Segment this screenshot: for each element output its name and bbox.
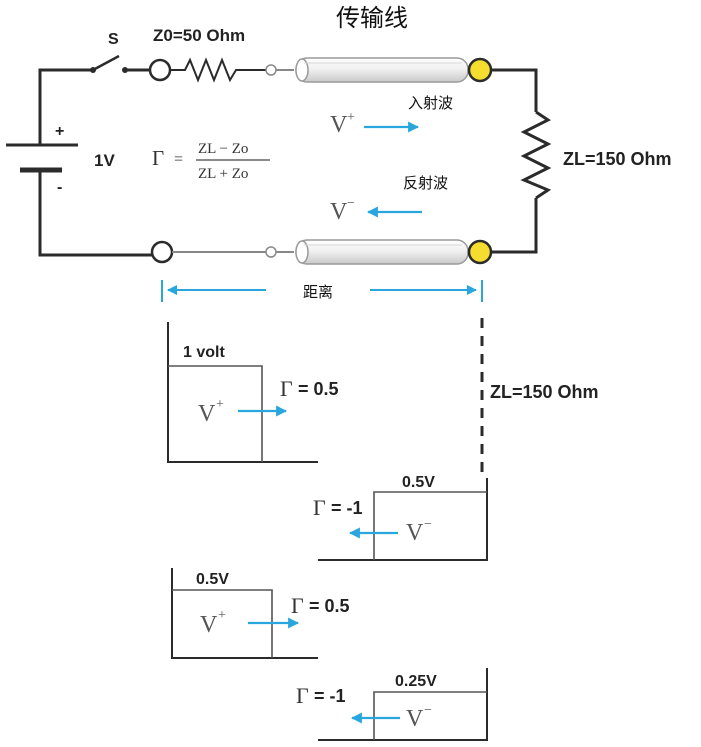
reflected-wave-label: 反射波 xyxy=(403,174,448,192)
step3-amplitude: 0.5V xyxy=(196,571,229,588)
top-cable xyxy=(295,57,469,83)
step3-incident-wave: 0.5V V + Γ = 0.5 xyxy=(171,568,350,659)
step3-sup: + xyxy=(218,608,226,623)
battery-voltage: 1V xyxy=(94,151,115,170)
load-impedance-label: ZL=150 Ohm xyxy=(563,149,672,169)
formula-denominator: ZL + Zo xyxy=(198,166,248,182)
step4-amplitude: 0.25V xyxy=(395,673,437,690)
step4-reflected-wave: 0.25V V − Γ = -1 xyxy=(296,668,488,741)
load-resistor xyxy=(520,110,552,200)
formula-numerator: ZL − Zo xyxy=(198,141,248,157)
bottom-right-terminal xyxy=(467,239,493,265)
top-left-terminal xyxy=(148,58,172,82)
step1-incident-wave: 1 volt V + Γ = 0.5 xyxy=(167,322,339,463)
switch-label: S xyxy=(108,31,119,48)
bottom-left-terminal xyxy=(150,240,174,264)
reflection-formula: Γ = ZL − Zo ZL + Zo xyxy=(152,141,270,182)
step4-symbol: V xyxy=(406,706,424,732)
step3-symbol: V xyxy=(200,612,218,638)
step2-sup: − xyxy=(424,517,432,532)
step2-reflected-wave: 0.5V V − Γ = -1 xyxy=(313,474,488,561)
step2-symbol: V xyxy=(406,520,424,546)
step4-gamma: Γ xyxy=(296,683,309,708)
source-impedance-label: Z0=50 Ohm xyxy=(153,26,245,45)
circuit-wiring xyxy=(38,68,538,257)
diagram-title: 传输线 xyxy=(336,4,408,32)
step1-gamma-value: = 0.5 xyxy=(298,379,339,399)
battery-minus-sign: - xyxy=(57,179,62,196)
source-resistor xyxy=(170,57,266,83)
battery-plus-sign: + xyxy=(55,123,64,140)
incident-wave-label: 入射波 xyxy=(408,94,453,112)
load-position-label: ZL=150 Ohm xyxy=(490,382,599,402)
step3-gamma-value: = 0.5 xyxy=(309,596,350,616)
incident-wave-symbol: V xyxy=(330,112,348,138)
step4-gamma-value: = -1 xyxy=(314,686,346,706)
step1-symbol: V xyxy=(198,401,216,427)
step2-gamma-value: = -1 xyxy=(331,498,363,518)
step1-amplitude: 1 volt xyxy=(183,344,225,361)
step2-gamma: Γ xyxy=(313,495,326,520)
incident-wave-sup: + xyxy=(347,110,355,125)
step2-amplitude: 0.5V xyxy=(402,474,435,491)
formula-equals: = xyxy=(174,151,183,168)
step1-gamma: Γ xyxy=(280,376,293,401)
bottom-cable xyxy=(295,239,469,265)
formula-gamma: Γ xyxy=(152,146,164,170)
bottom-connector-node xyxy=(265,246,277,258)
top-right-terminal xyxy=(467,57,493,83)
reflected-wave-symbol: V xyxy=(330,199,348,225)
reflected-wave-sup: − xyxy=(347,196,355,211)
top-connector-node xyxy=(265,64,277,76)
distance-indicator xyxy=(161,280,483,302)
battery xyxy=(6,128,78,195)
step3-gamma: Γ xyxy=(291,593,304,618)
distance-label: 距离 xyxy=(303,283,333,301)
switch[interactable] xyxy=(90,54,128,73)
step4-sup: − xyxy=(424,703,432,718)
step1-sup: + xyxy=(216,397,224,412)
